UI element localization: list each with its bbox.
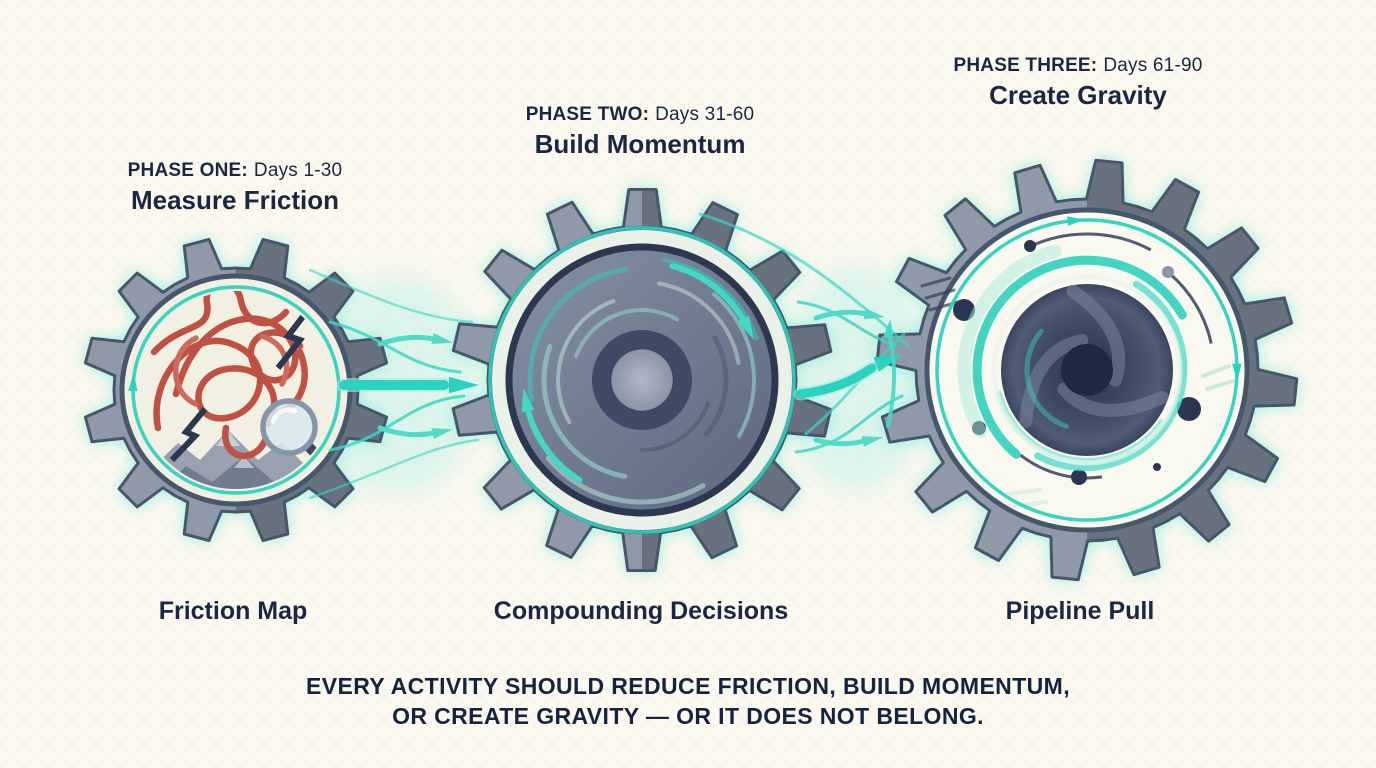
phase-three-days: Days 61-90 bbox=[1103, 55, 1203, 76]
tagline-line2: OR CREATE GRAVITY — OR IT DOES NOT BELON… bbox=[392, 703, 984, 729]
rotation-arrow-icon bbox=[521, 263, 754, 484]
phase-two-days: Days 31-60 bbox=[655, 104, 755, 125]
phase-one-kicker-bold: PHASE ONE: bbox=[127, 160, 248, 181]
vortex-core-icon bbox=[1001, 284, 1173, 456]
phase-one-title: Measure Friction bbox=[130, 185, 340, 215]
lightning-icon bbox=[169, 308, 311, 463]
vortex-gear-icon bbox=[875, 158, 1299, 582]
gear-two-label: Compounding Decisions bbox=[493, 597, 789, 625]
flywheel-gear-icon bbox=[451, 188, 833, 572]
phase-two-title: Build Momentum bbox=[534, 129, 746, 159]
phase-two-kicker-bold: PHASE TWO: bbox=[525, 104, 650, 125]
phase-one-heading: PHASE ONE:Days 1-30 Measure Friction bbox=[128, 160, 343, 216]
swirl-icon bbox=[957, 244, 1188, 472]
tagline-line1: EVERY ACTIVITY SHOULD REDUCE FRICTION, B… bbox=[305, 673, 1071, 699]
gear-one-label: Friction Map bbox=[158, 597, 308, 625]
tangle-icon bbox=[150, 291, 308, 460]
gear-three-label: Pipeline Pull bbox=[1005, 597, 1155, 625]
phase-one-kicker: PHASE ONE:Days 1-30 bbox=[128, 160, 343, 182]
flow-arrows-1-2 bbox=[308, 268, 480, 500]
flow-arrows-2-3 bbox=[698, 212, 910, 454]
phase-two-kicker: PHASE TWO:Days 31-60 bbox=[526, 104, 755, 126]
phase-three-kicker: PHASE THREE:Days 61-90 bbox=[953, 55, 1202, 77]
phase-two-heading: PHASE TWO:Days 31-60 Build Momentum bbox=[526, 104, 755, 160]
phase-three-kicker-bold: PHASE THREE: bbox=[953, 55, 1098, 76]
friction-gear-icon bbox=[83, 237, 389, 543]
phase-three-title: Create Gravity bbox=[989, 80, 1167, 110]
tagline: EVERY ACTIVITY SHOULD REDUCE FRICTION, B… bbox=[306, 671, 1070, 731]
phase-one-days: Days 1-30 bbox=[253, 160, 343, 181]
phase-three-heading: PHASE THREE:Days 61-90 Create Gravity bbox=[953, 55, 1202, 111]
orbit-dots bbox=[920, 232, 1235, 508]
